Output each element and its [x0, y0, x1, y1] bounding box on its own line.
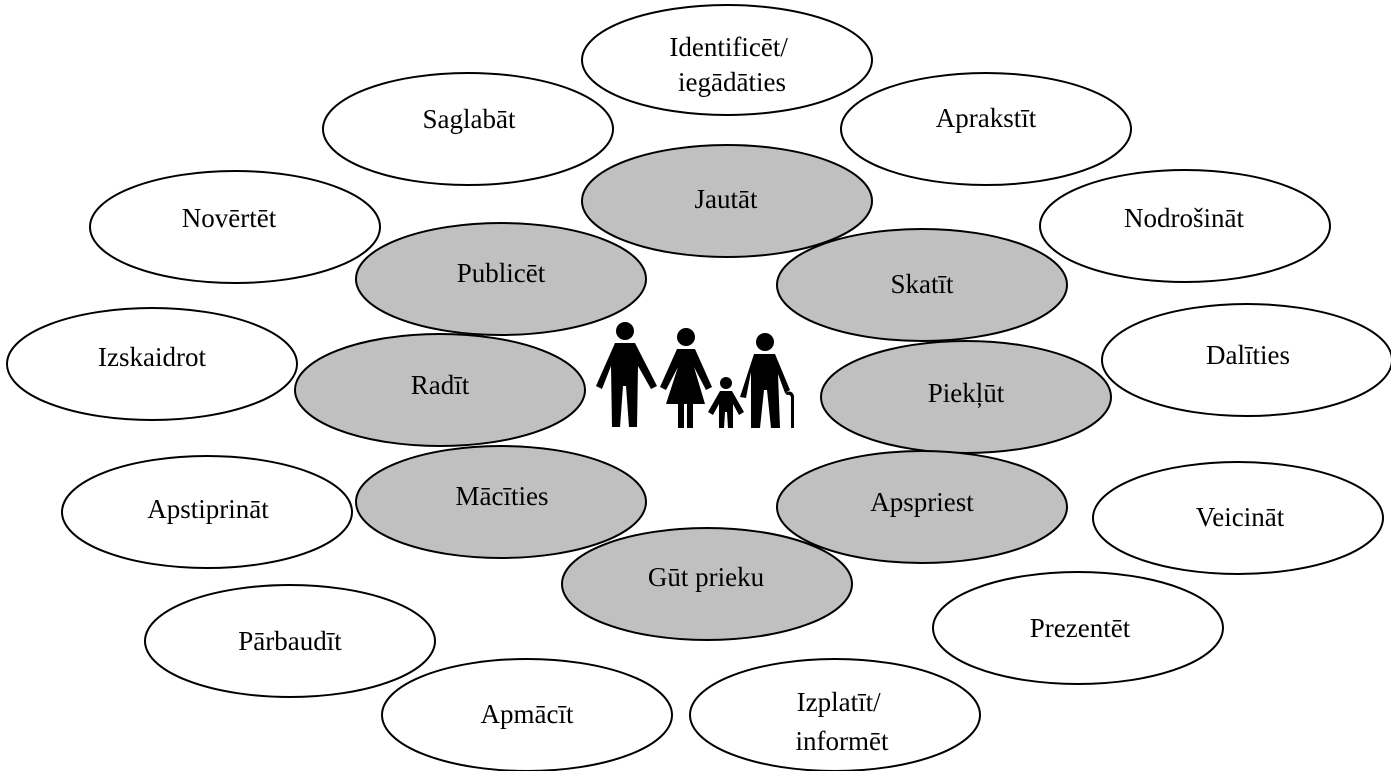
bubble-apspriest-shape	[776, 450, 1068, 564]
bubble-saglabat-label: Saglabāt	[423, 104, 516, 134]
bubble-dalities-label: Dalīties	[1206, 340, 1290, 370]
bubble-saglabat-shape	[322, 72, 614, 186]
bubble-piekluti: Piekļūt	[820, 340, 1112, 454]
bubble-piekluti-line-1: Piekļūt	[928, 378, 1005, 408]
man-figure-icon	[596, 322, 657, 427]
bubble-dalities-shape	[1101, 303, 1391, 417]
bubble-izplatit-label: Izplatīt/ informēt	[796, 687, 889, 756]
bubble-apmacit-label: Apmācīt	[481, 699, 574, 729]
bubble-apspriest-label: Apspriest	[870, 487, 974, 517]
bubble-novertet: Novērtēt	[89, 170, 381, 284]
family-people-icon	[596, 322, 794, 428]
bubble-nodrosinat: Nodrošināt	[1039, 169, 1331, 283]
bubble-izplatit-line-2: informēt	[796, 726, 889, 756]
bubble-novertet-shape	[89, 170, 381, 284]
bubble-izplatit: Izplatīt/ informēt	[689, 658, 981, 771]
bubble-izskaidrot-shape	[6, 307, 298, 421]
bubble-parbaudit-label: Pārbaudīt	[238, 626, 342, 656]
bubble-apmacit: Apmācīt	[381, 658, 673, 771]
bubble-nodrosinat-label: Nodrošināt	[1124, 203, 1244, 233]
bubble-apspriest-line-1: Apspriest	[870, 487, 974, 517]
bubble-veicinat-label: Veicināt	[1196, 502, 1285, 532]
woman-figure-icon	[660, 328, 712, 428]
bubble-apstiprinat-label: Apstiprināt	[147, 494, 269, 524]
bubble-jautat-line-1: Jautāt	[695, 184, 758, 214]
bubble-radit-shape	[294, 333, 586, 447]
bubble-dalities-line-1: Dalīties	[1206, 340, 1290, 370]
bubble-identificet-shape	[581, 4, 873, 116]
bubble-gut-prieku-line-1: Gūt prieku	[648, 562, 765, 592]
bubble-nodrosinat-line-1: Nodrošināt	[1124, 203, 1244, 233]
bubble-identificet-label: Identificēt/ iegādāties	[669, 32, 794, 97]
bubble-parbaudit-shape	[144, 584, 436, 698]
bubble-gut-prieku-shape	[561, 527, 853, 641]
bubble-veicinat: Veicināt	[1092, 461, 1384, 575]
bubble-gut-prieku: Gūt prieku	[561, 527, 853, 641]
bubble-saglabat: Saglabāt	[322, 72, 614, 186]
bubble-gut-prieku-label: Gūt prieku	[648, 562, 765, 592]
bubble-radit: Radīt	[294, 333, 586, 447]
child-figure-icon	[708, 377, 744, 428]
bubble-skatit-line-1: Skatīt	[890, 269, 954, 299]
bubble-skatit-shape	[776, 228, 1068, 342]
bubble-jautat-label: Jautāt	[695, 184, 758, 214]
bubble-parbaudit: Pārbaudīt	[144, 584, 436, 698]
outer-ring: Identificēt/ iegādāties Saglabāt Aprakst…	[6, 4, 1391, 771]
bubble-izskaidrot-line-1: Izskaidrot	[98, 342, 206, 372]
bubble-piekluti-label: Piekļūt	[928, 378, 1005, 408]
bubble-identificet-line-2: iegādāties	[678, 67, 786, 97]
inner-ring: Jautāt Publicēt Skatīt Radīt Piekļūt	[294, 144, 1112, 641]
bubble-aprakstit-label: Aprakstīt	[936, 103, 1037, 133]
elder-figure-icon	[740, 333, 794, 428]
bubble-izskaidrot: Izskaidrot	[6, 307, 298, 421]
bubble-veicinat-shape	[1092, 461, 1384, 575]
bubble-aprakstit-shape	[840, 72, 1132, 186]
bubble-macities-line-1: Mācīties	[456, 481, 549, 511]
bubble-skatit-label: Skatīt	[890, 269, 954, 299]
bubble-izskaidrot-label: Izskaidrot	[98, 342, 206, 372]
bubble-veicinat-line-1: Veicināt	[1196, 502, 1285, 532]
bubble-novertet-label: Novērtēt	[182, 203, 277, 233]
bubble-novertet-line-1: Novērtēt	[182, 203, 277, 233]
bubble-nodrosinat-shape	[1039, 169, 1331, 283]
bubble-identificet: Identificēt/ iegādāties	[581, 4, 873, 116]
bubble-aprakstit-line-1: Aprakstīt	[936, 103, 1037, 133]
bubble-saglabat-line-1: Saglabāt	[423, 104, 516, 134]
bubble-macities-label: Mācīties	[456, 481, 549, 511]
bubble-macities: Mācīties	[355, 445, 647, 559]
bubble-prezentet-label: Prezentēt	[1030, 613, 1131, 643]
bubble-aprakstit: Aprakstīt	[840, 72, 1132, 186]
bubble-izplatit-line-1: Izplatīt/	[797, 687, 881, 717]
bubble-apmacit-shape	[381, 658, 673, 771]
bubble-publicet: Publicēt	[355, 222, 647, 336]
bubble-publicet-label: Publicēt	[457, 258, 546, 288]
bubble-apstiprinat-line-1: Apstiprināt	[147, 494, 269, 524]
bubble-izplatit-shape	[689, 658, 981, 771]
bubble-apstiprinat-shape	[61, 455, 353, 569]
bubble-dalities: Dalīties	[1101, 303, 1391, 417]
bubble-publicet-shape	[355, 222, 647, 336]
bubble-radit-label: Radīt	[411, 370, 470, 400]
bubble-apspriest: Apspriest	[776, 450, 1068, 564]
bubble-jautat-shape	[581, 144, 873, 258]
bubble-prezentet: Prezentēt	[932, 571, 1224, 685]
bubble-publicet-line-1: Publicēt	[457, 258, 546, 288]
bubble-apstiprinat: Apstiprināt	[61, 455, 353, 569]
bubble-parbaudit-line-1: Pārbaudīt	[238, 626, 342, 656]
bubble-prezentet-line-1: Prezentēt	[1030, 613, 1131, 643]
bubble-skatit: Skatīt	[776, 228, 1068, 342]
bubble-jautat: Jautāt	[581, 144, 873, 258]
bubble-macities-shape	[355, 445, 647, 559]
bubble-radit-line-1: Radīt	[411, 370, 470, 400]
bubble-prezentet-shape	[932, 571, 1224, 685]
bubble-apmacit-line-1: Apmācīt	[481, 699, 574, 729]
bubble-identificet-line-1: Identificēt/	[669, 32, 788, 62]
